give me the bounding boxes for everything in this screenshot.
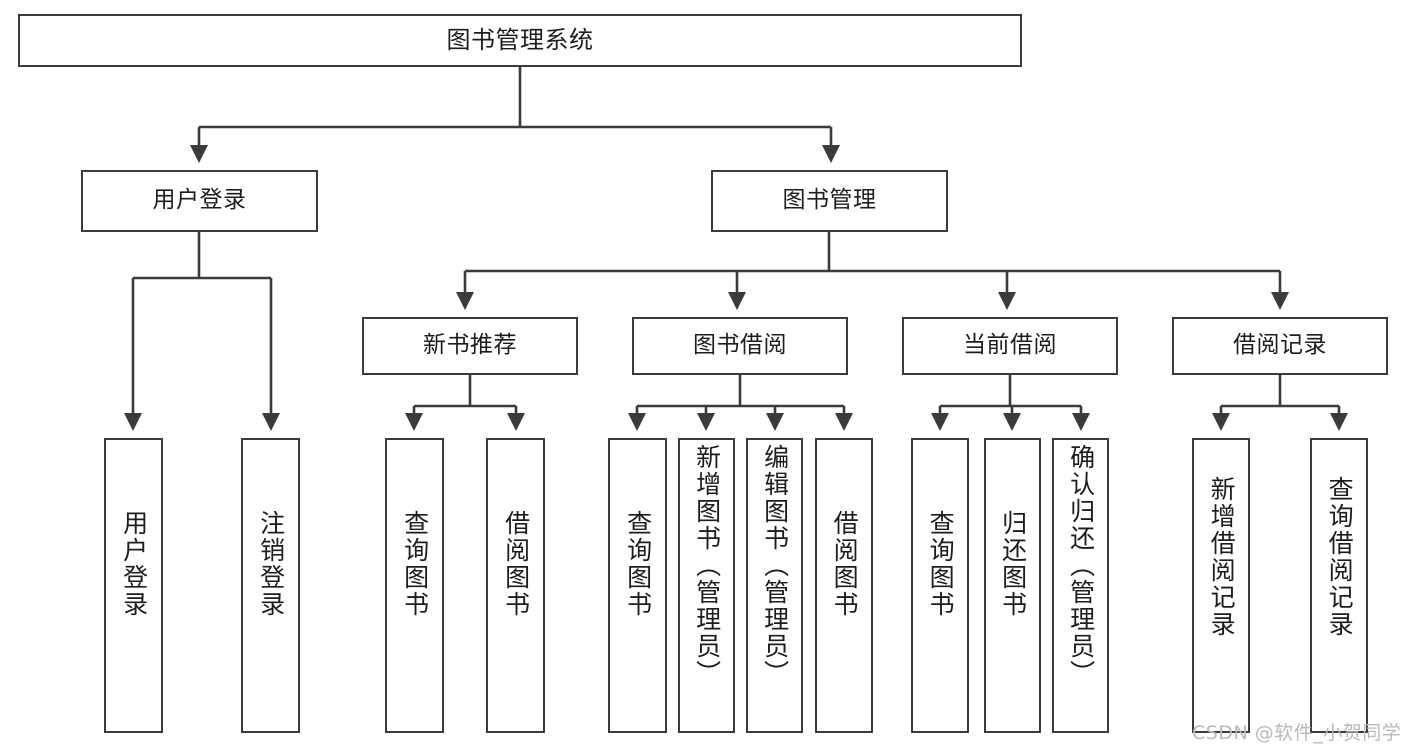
leaf-user-logout[interactable]: 注销登录 <box>241 438 300 733</box>
node-book-manage[interactable]: 图书管理 <box>711 170 948 232</box>
leaf-query-book-borrow-label: 查询图书 <box>623 510 653 618</box>
node-book-borrow-label: 图书借阅 <box>693 332 787 359</box>
node-user-login[interactable]: 用户登录 <box>81 170 318 232</box>
leaf-query-borrow-record[interactable]: 查询借阅记录 <box>1310 438 1368 733</box>
node-book-borrow[interactable]: 图书借阅 <box>632 317 848 375</box>
leaf-add-book-admin-label: 新增图书（管理员） <box>692 444 722 687</box>
node-new-book-rec[interactable]: 新书推荐 <box>362 317 578 375</box>
node-root[interactable]: 图书管理系统 <box>18 14 1022 67</box>
node-user-login-label: 用户登录 <box>152 187 247 214</box>
leaf-query-book-current-label: 查询图书 <box>926 510 956 618</box>
leaf-user-login[interactable]: 用户登录 <box>104 438 163 733</box>
leaf-edit-book-admin-label: 编辑图书（管理员） <box>760 444 790 687</box>
node-borrow-record-label: 借阅记录 <box>1233 332 1327 359</box>
csdn-watermark: CSDN @软件_小贺同学 <box>1192 722 1402 744</box>
node-new-book-rec-label: 新书推荐 <box>423 332 517 359</box>
leaf-return-book[interactable]: 归还图书 <box>984 438 1041 733</box>
leaf-confirm-return-admin-label: 确认归还（管理员） <box>1066 444 1096 687</box>
leaf-user-login-label: 用户登录 <box>119 510 149 618</box>
leaf-query-borrow-record-label: 查询借阅记录 <box>1325 476 1355 638</box>
node-root-label: 图书管理系统 <box>446 26 594 55</box>
leaf-confirm-return-admin[interactable]: 确认归还（管理员） <box>1052 438 1109 733</box>
leaf-add-borrow-record-label: 新增借阅记录 <box>1207 476 1237 638</box>
node-current-borrow-label: 当前借阅 <box>963 332 1057 359</box>
leaf-query-book-rec-label: 查询图书 <box>400 510 430 618</box>
node-borrow-record[interactable]: 借阅记录 <box>1172 317 1388 375</box>
node-current-borrow[interactable]: 当前借阅 <box>902 317 1118 375</box>
leaf-return-book-label: 归还图书 <box>998 510 1028 618</box>
leaf-query-book-current[interactable]: 查询图书 <box>911 438 969 733</box>
leaf-add-borrow-record[interactable]: 新增借阅记录 <box>1192 438 1250 733</box>
leaf-borrow-book[interactable]: 借阅图书 <box>815 438 873 733</box>
leaf-query-book-borrow[interactable]: 查询图书 <box>608 438 667 733</box>
leaf-edit-book-admin[interactable]: 编辑图书（管理员） <box>746 438 803 733</box>
leaf-user-logout-label: 注销登录 <box>256 510 286 618</box>
node-book-manage-label: 图书管理 <box>782 187 877 214</box>
leaf-query-book-rec[interactable]: 查询图书 <box>385 438 444 733</box>
leaf-add-book-admin[interactable]: 新增图书（管理员） <box>678 438 735 733</box>
leaf-borrow-book-label: 借阅图书 <box>830 510 860 618</box>
leaf-borrow-book-rec-label: 借阅图书 <box>501 510 531 618</box>
leaf-borrow-book-rec[interactable]: 借阅图书 <box>486 438 545 733</box>
